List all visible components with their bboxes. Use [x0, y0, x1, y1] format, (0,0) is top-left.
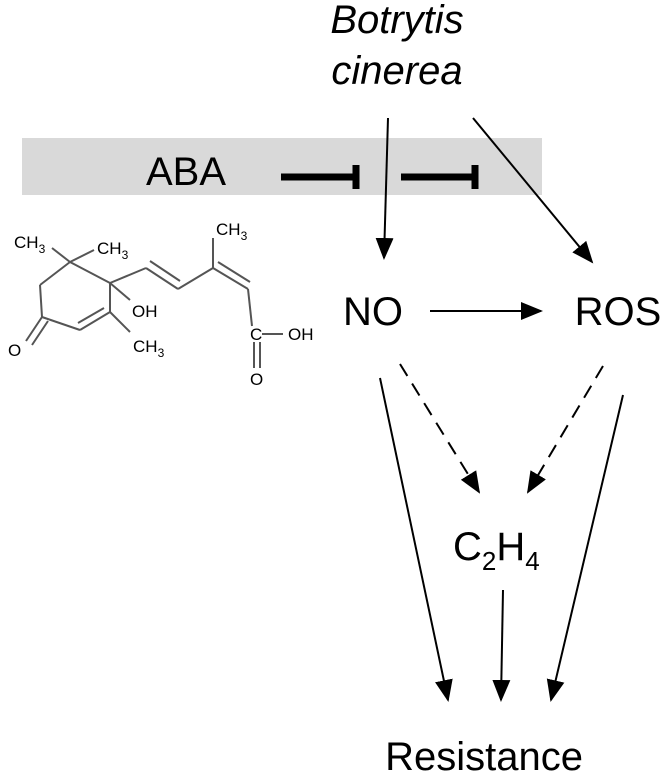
ros-label: ROS — [575, 290, 662, 334]
aba-inhibition-ros — [401, 165, 479, 189]
carbonyl-oxygen-label: O — [250, 370, 263, 389]
carboxyl-carbon-label: C — [250, 325, 262, 344]
ethylene-label: C2H4 — [453, 525, 540, 576]
arrow-ethylene-to-resistance — [492, 589, 511, 702]
hydroxyl-label: OH — [132, 302, 158, 321]
aba-molecule-labels: CH3 CH3 CH3 OH CH3 C OH O O — [8, 220, 314, 389]
inhibition-band — [22, 138, 542, 195]
arrow-ros-to-ethylene — [526, 365, 604, 494]
arrow-no-to-ethylene — [399, 363, 481, 494]
methyl-label-ring: CH3 — [133, 337, 165, 360]
resistance-label: Resistance — [385, 735, 583, 773]
arrow-no-to-resistance — [379, 377, 453, 702]
pathogen-label-line1: Botrytis — [330, 0, 463, 42]
arrow-ros-to-resistance — [546, 394, 624, 702]
aba-label: ABA — [146, 150, 226, 194]
carboxyl-oh-label: OH — [288, 325, 314, 344]
arrow-pathogen-to-no — [375, 117, 394, 260]
aba-molecule-structure — [25, 238, 283, 368]
arrow-pathogen-to-ros — [472, 117, 594, 264]
no-label: NO — [343, 290, 403, 334]
aba-inhibition-no — [281, 165, 360, 189]
ketone-oxygen-label: O — [8, 341, 21, 360]
methyl-label-top-mid: CH3 — [97, 239, 129, 262]
pathogen-label-line2: cinerea — [331, 49, 462, 93]
methyl-label-top-left: CH3 — [14, 233, 46, 256]
methyl-label-top-right: CH3 — [216, 220, 248, 243]
